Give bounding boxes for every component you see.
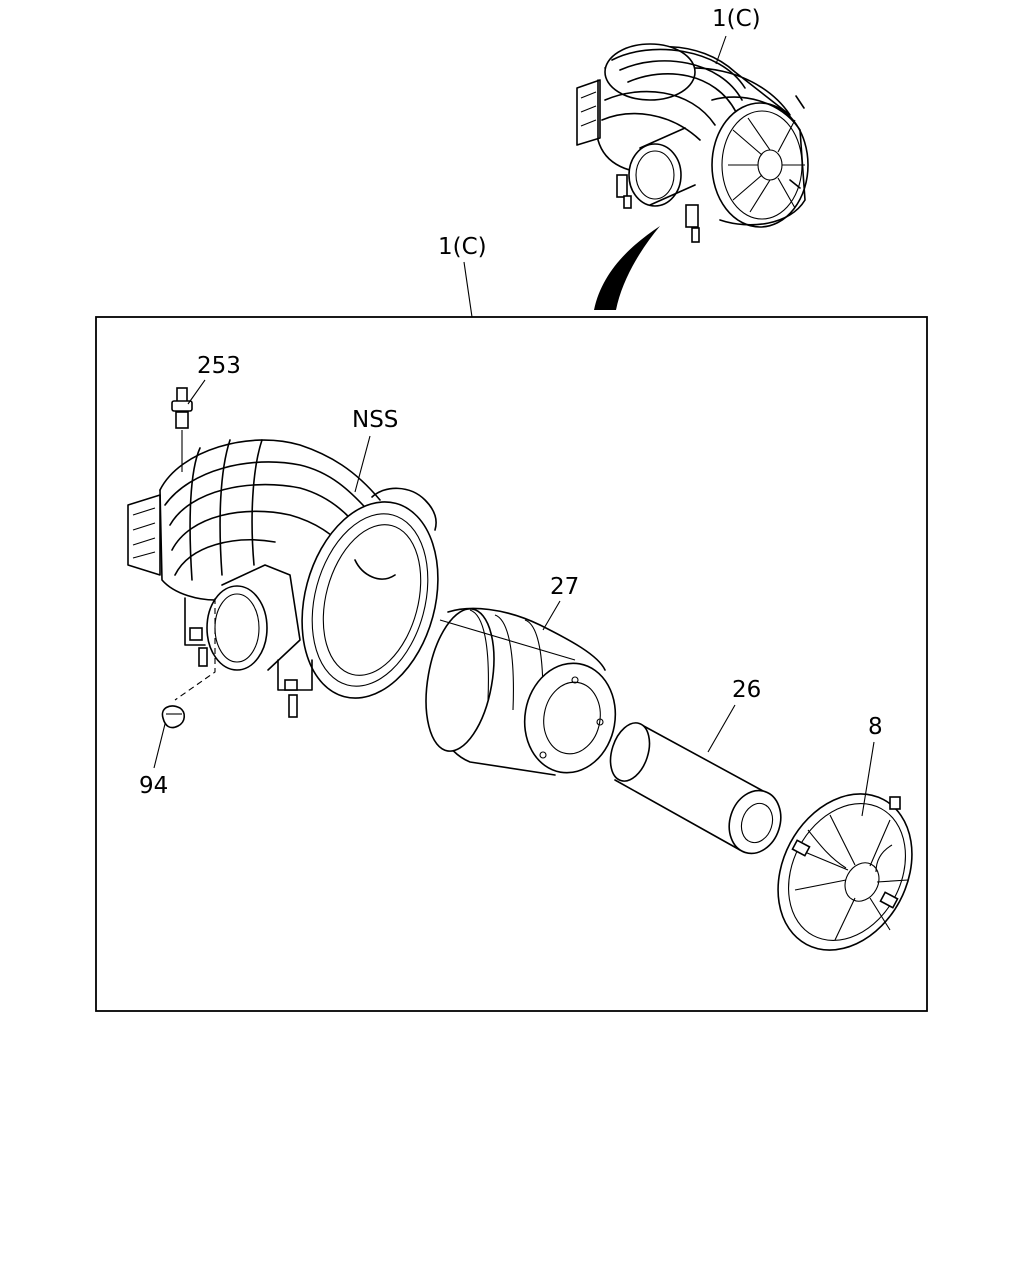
safety-filter-element-part <box>609 722 782 855</box>
end-cover-leader <box>861 741 875 817</box>
dust-valve-part <box>161 705 186 729</box>
dust-valve-leader <box>153 723 166 769</box>
safety-element-callout: 26 <box>732 677 761 703</box>
safety-element-leader <box>707 704 736 753</box>
exploded-assembly-callout: 1(C) <box>438 234 487 260</box>
end-cover-callout: 8 <box>868 714 883 740</box>
housing-body-callout: NSS <box>352 407 398 433</box>
housing-body-leader <box>354 435 371 493</box>
overview-assembled-air-cleaner <box>576 43 809 243</box>
primary-filter-element-part <box>425 607 617 776</box>
air-cleaner-housing <box>127 439 439 718</box>
end-cover-part <box>777 793 913 951</box>
exploded-assembly-leader <box>463 261 473 318</box>
overview-assembly-callout: 1(C) <box>712 6 761 32</box>
breather-connector-leader <box>187 379 206 405</box>
exploded-view-frame <box>95 316 928 1012</box>
breather-connector-part <box>171 387 193 472</box>
detail-pointer-arrow <box>594 226 660 310</box>
primary-element-leader <box>542 600 561 631</box>
overview-leader-line <box>715 35 727 65</box>
primary-element-callout: 27 <box>550 574 579 600</box>
dust-valve-callout: 94 <box>139 773 168 799</box>
breather-connector-callout: 253 <box>197 353 241 379</box>
